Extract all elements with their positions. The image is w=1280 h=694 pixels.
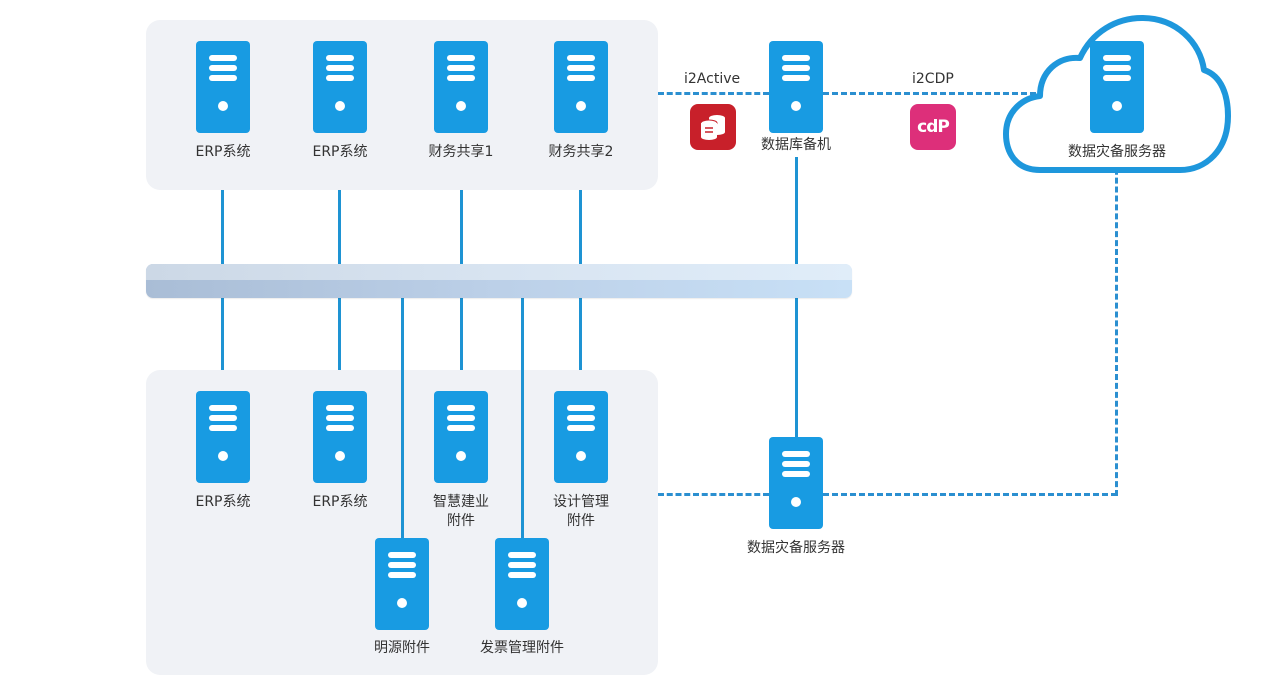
server-label: ERP系统	[312, 144, 368, 160]
server-label: 明源附件	[374, 640, 430, 656]
link-line	[521, 298, 524, 538]
server-icon	[313, 391, 367, 483]
database-sync-icon	[700, 115, 725, 140]
server-icon	[554, 391, 608, 483]
i2active-label: i2Active	[684, 71, 741, 87]
link-line	[579, 298, 582, 370]
local-dr-link-line	[823, 493, 1117, 496]
link-line	[795, 157, 798, 264]
link-line	[338, 298, 341, 370]
i2active-badge	[690, 104, 736, 150]
cloud-dr-server-icon	[1090, 41, 1144, 133]
server-icon	[554, 41, 608, 133]
i2active-replication-line	[658, 92, 769, 95]
link-line	[795, 298, 798, 438]
server-icon	[313, 41, 367, 133]
cdp-badge: cdP	[910, 104, 956, 150]
server-icon	[495, 538, 549, 630]
cloud-dr-server-label: 数据灾备服务器	[1068, 144, 1166, 160]
local-dr-server-label: 数据灾备服务器	[747, 540, 845, 556]
server-label: ERP系统	[312, 494, 368, 510]
network-switch-bus	[146, 264, 852, 298]
db-backup-server-icon	[769, 41, 823, 133]
i2cdp-label: i2CDP	[912, 71, 954, 87]
server-icon	[434, 391, 488, 483]
local-dr-link-line	[658, 493, 769, 496]
link-line	[221, 190, 224, 264]
cloud-dr-link-line	[1115, 133, 1118, 496]
local-dr-server-icon	[769, 437, 823, 529]
db-backup-label: 数据库备机	[761, 137, 831, 153]
link-line	[579, 190, 582, 264]
server-icon	[196, 391, 250, 483]
server-label: 设计管理	[553, 494, 609, 510]
server-label: ERP系统	[195, 494, 251, 510]
server-label: 发票管理附件	[480, 640, 564, 656]
server-label: 财务共享1	[428, 144, 494, 160]
link-line	[338, 190, 341, 264]
server-icon	[375, 538, 429, 630]
server-label: 附件	[447, 513, 475, 529]
server-label: 智慧建业	[433, 494, 489, 510]
link-line	[460, 190, 463, 264]
server-icon	[434, 41, 488, 133]
server-label: ERP系统	[195, 144, 251, 160]
server-label: 附件	[567, 513, 595, 529]
link-line	[460, 298, 463, 370]
link-line	[401, 298, 404, 538]
link-line	[221, 298, 224, 370]
server-label: 财务共享2	[548, 144, 614, 160]
i2cdp-replication-line	[823, 92, 1090, 95]
server-icon	[196, 41, 250, 133]
